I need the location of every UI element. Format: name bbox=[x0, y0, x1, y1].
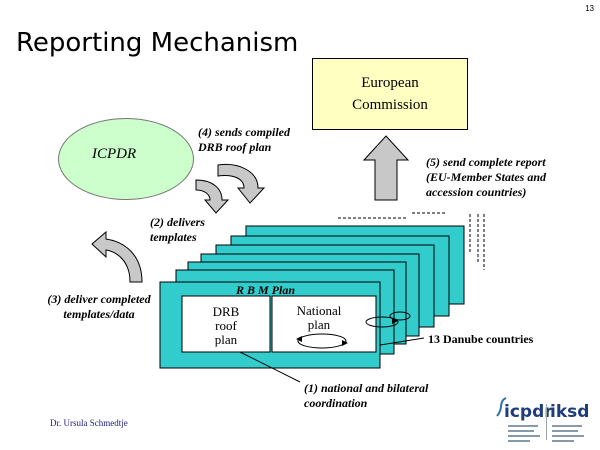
european-commission-box: European Commission bbox=[312, 58, 468, 130]
step4-text: (4) sends compiled DRB roof plan bbox=[198, 125, 290, 155]
step5-line1: (5) send complete report bbox=[426, 155, 546, 169]
national-plan-text: National plan bbox=[272, 304, 366, 332]
step2-line2: templates bbox=[150, 230, 197, 244]
step3-line2: templates/data bbox=[63, 307, 135, 321]
step4-line1: (4) sends compiled bbox=[198, 125, 290, 139]
iksd-logo: iksd bbox=[550, 402, 590, 422]
logo-separator bbox=[546, 404, 547, 440]
drb-line1: DRB bbox=[212, 304, 240, 319]
river-logo-icon bbox=[496, 397, 507, 417]
curved-arrow-down-icon bbox=[217, 163, 266, 204]
icpdr-label: ICPDR bbox=[92, 146, 137, 162]
slide-title: Reporting Mechanism bbox=[16, 28, 299, 58]
logo-subtext-icon bbox=[508, 425, 540, 442]
drb-line2: roof bbox=[215, 318, 237, 333]
step5-text: (5) send complete report (EU-Member Stat… bbox=[426, 155, 546, 200]
curved-arrow-down-small-icon bbox=[195, 179, 230, 214]
step5-line2: (EU-Member States and bbox=[426, 170, 546, 184]
icpdr-logo: icpdr bbox=[504, 402, 553, 422]
national-line1: National bbox=[296, 303, 342, 318]
rbm-plan-label: R B M Plan bbox=[236, 283, 296, 297]
step1-text: (1) national and bilateral coordination bbox=[304, 381, 428, 411]
step5-line3: accession countries) bbox=[426, 185, 527, 199]
ec-label-line1: European bbox=[361, 75, 419, 91]
national-line2: plan bbox=[307, 317, 331, 332]
step3-line1: (3) deliver completed bbox=[47, 292, 151, 306]
step4-line2: DRB roof plan bbox=[198, 140, 272, 154]
up-arrow-icon bbox=[362, 135, 410, 201]
slide-number: 13 bbox=[585, 4, 594, 13]
curved-arrow-up-icon bbox=[91, 230, 143, 283]
logo-subtext-right-icon bbox=[552, 425, 584, 442]
drb-roof-plan-text: DRB roof plan bbox=[182, 305, 270, 347]
step1-line1: (1) national and bilateral bbox=[304, 381, 429, 395]
step1-line2: coordination bbox=[304, 396, 368, 410]
drb-roof-plan-box bbox=[181, 295, 271, 353]
author-credit: Dr. Ursula Schmedtje bbox=[50, 418, 128, 428]
national-plan-box bbox=[271, 295, 377, 353]
step2-text: (2) delivers templates bbox=[150, 215, 205, 245]
ec-label-line2: Commission bbox=[352, 97, 428, 113]
drb-line3: plan bbox=[214, 332, 238, 347]
countries-label: 13 Danube countries bbox=[428, 332, 534, 346]
icpdr-ellipse bbox=[58, 118, 194, 200]
step2-line1: (2) delivers bbox=[150, 215, 205, 229]
step3-text: (3) deliver completed templates/data bbox=[34, 292, 164, 322]
